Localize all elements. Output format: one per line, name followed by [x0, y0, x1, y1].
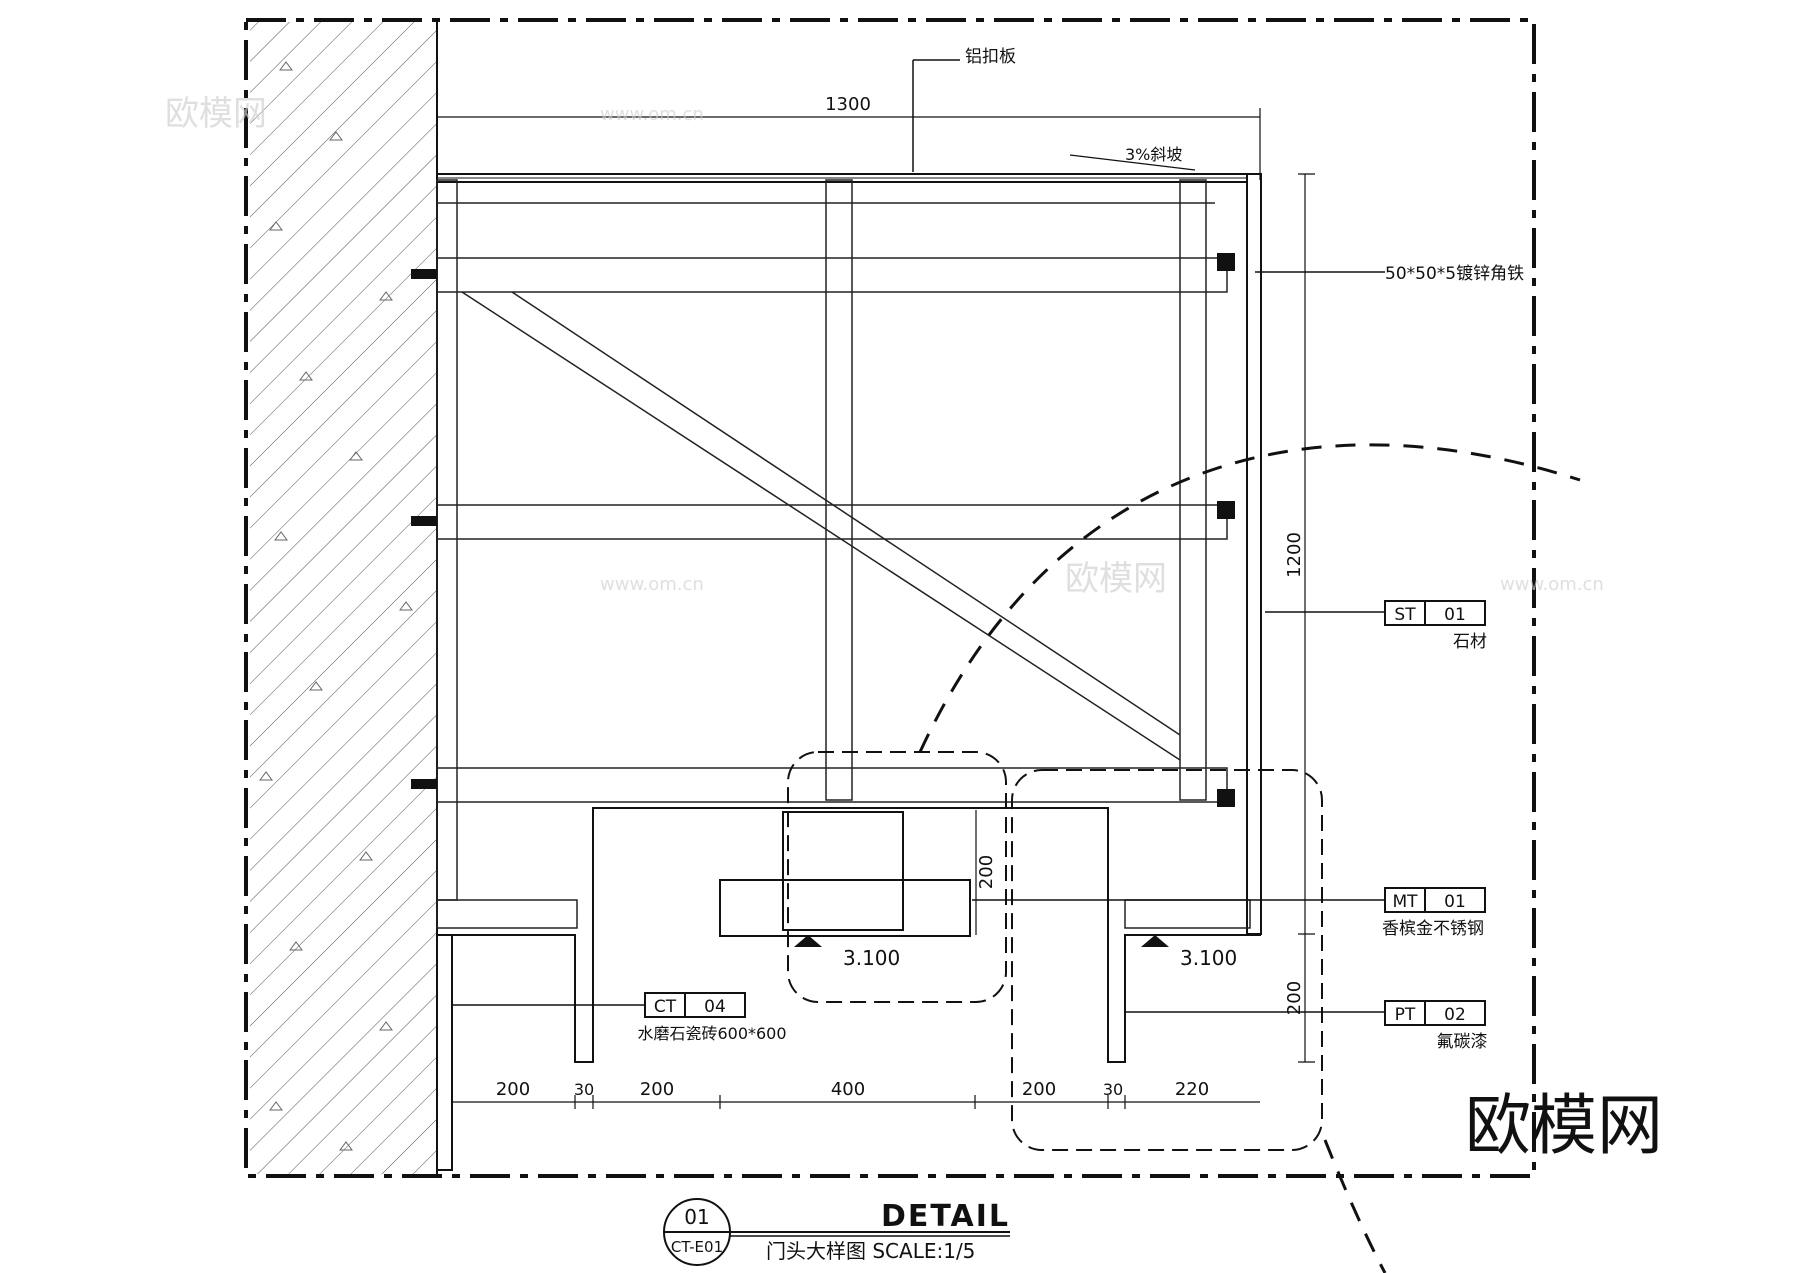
tag-pt-num: 02 — [1444, 1005, 1466, 1025]
level-markers — [794, 935, 1169, 947]
title-block: 01 CT-E01 DETAIL 门头大样图 SCALE:1/5 — [663, 1198, 1010, 1266]
watermark-url-2: www.om.cn — [600, 574, 704, 595]
dim-h200-mid: 200 — [976, 855, 997, 889]
tag-pt-desc: 氟碳漆 — [1437, 1032, 1488, 1052]
dim-width-top: 1300 — [825, 94, 871, 115]
detail-boundary — [244, 18, 1536, 1178]
title-subtitle: 门头大样图 SCALE:1/5 — [766, 1239, 975, 1263]
tag-ct: CT 04 水磨石瓷砖600*600 — [637, 992, 787, 1043]
title-num: 01 — [684, 1205, 709, 1229]
tag-mt-desc: 香槟金不锈钢 — [1382, 919, 1484, 939]
dim-bottom-4: 400 — [831, 1079, 865, 1100]
dimension-lines — [436, 108, 1315, 1109]
level-left: 3.100 — [843, 946, 900, 970]
dim-bottom-6: 30 — [1103, 1080, 1123, 1099]
dim-bottom-5: 200 — [1022, 1079, 1056, 1100]
tag-ct-desc: 水磨石瓷砖600*600 — [637, 1024, 786, 1043]
concrete-wall — [250, 22, 438, 1174]
watermark-url-3: www.om.cn — [1500, 574, 1604, 595]
dim-bottom-1: 200 — [496, 1079, 530, 1100]
watermark-text-2: 欧模网 — [1065, 559, 1167, 599]
door-swing-arc-lower — [1323, 1139, 1387, 1273]
watermark-text-1: 欧模网 — [165, 94, 267, 134]
top-panel — [436, 173, 1262, 935]
steel-frame — [436, 179, 1251, 929]
watermark-url-1: www.om.cn — [600, 104, 704, 125]
dim-h200-right: 200 — [1284, 981, 1305, 1015]
dim-bottom-2: 30 — [574, 1080, 594, 1099]
title-heading: DETAIL — [881, 1199, 1010, 1234]
title-sheet: CT-E01 — [671, 1238, 723, 1256]
dim-bottom-3: 200 — [640, 1079, 674, 1100]
tag-ct-code: CT — [654, 997, 677, 1017]
tag-pt-code: PT — [1395, 1005, 1416, 1025]
leader-lines — [452, 59, 1385, 1013]
tag-st-desc: 石材 — [1453, 632, 1487, 652]
tag-mt: MT 01 香槟金不锈钢 — [1382, 887, 1486, 939]
tag-st-code: ST — [1394, 605, 1416, 625]
note-slope: 3%斜坡 — [1125, 145, 1182, 164]
dim-height-right: 1200 — [1284, 532, 1305, 578]
watermark-logo: 欧模网 — [1465, 1087, 1663, 1164]
tag-st: ST 01 石材 — [1384, 600, 1487, 652]
door-swing-arc — [918, 443, 1581, 753]
note-angle-iron: 50*50*5镀锌角铁 — [1385, 264, 1524, 284]
note-top-panel: 铝扣板 — [965, 47, 1016, 67]
anchor-bolts — [411, 253, 1235, 807]
tag-pt: PT 02 氟碳漆 — [1384, 1000, 1488, 1052]
tag-mt-code: MT — [1392, 892, 1418, 912]
callout-regions — [787, 751, 1323, 1151]
tag-ct-num: 04 — [704, 997, 726, 1017]
level-right: 3.100 — [1180, 946, 1237, 970]
tag-mt-num: 01 — [1444, 892, 1466, 912]
dim-bottom-7: 220 — [1175, 1079, 1209, 1100]
tag-st-num: 01 — [1444, 605, 1466, 625]
lower-returns — [436, 807, 1261, 1171]
